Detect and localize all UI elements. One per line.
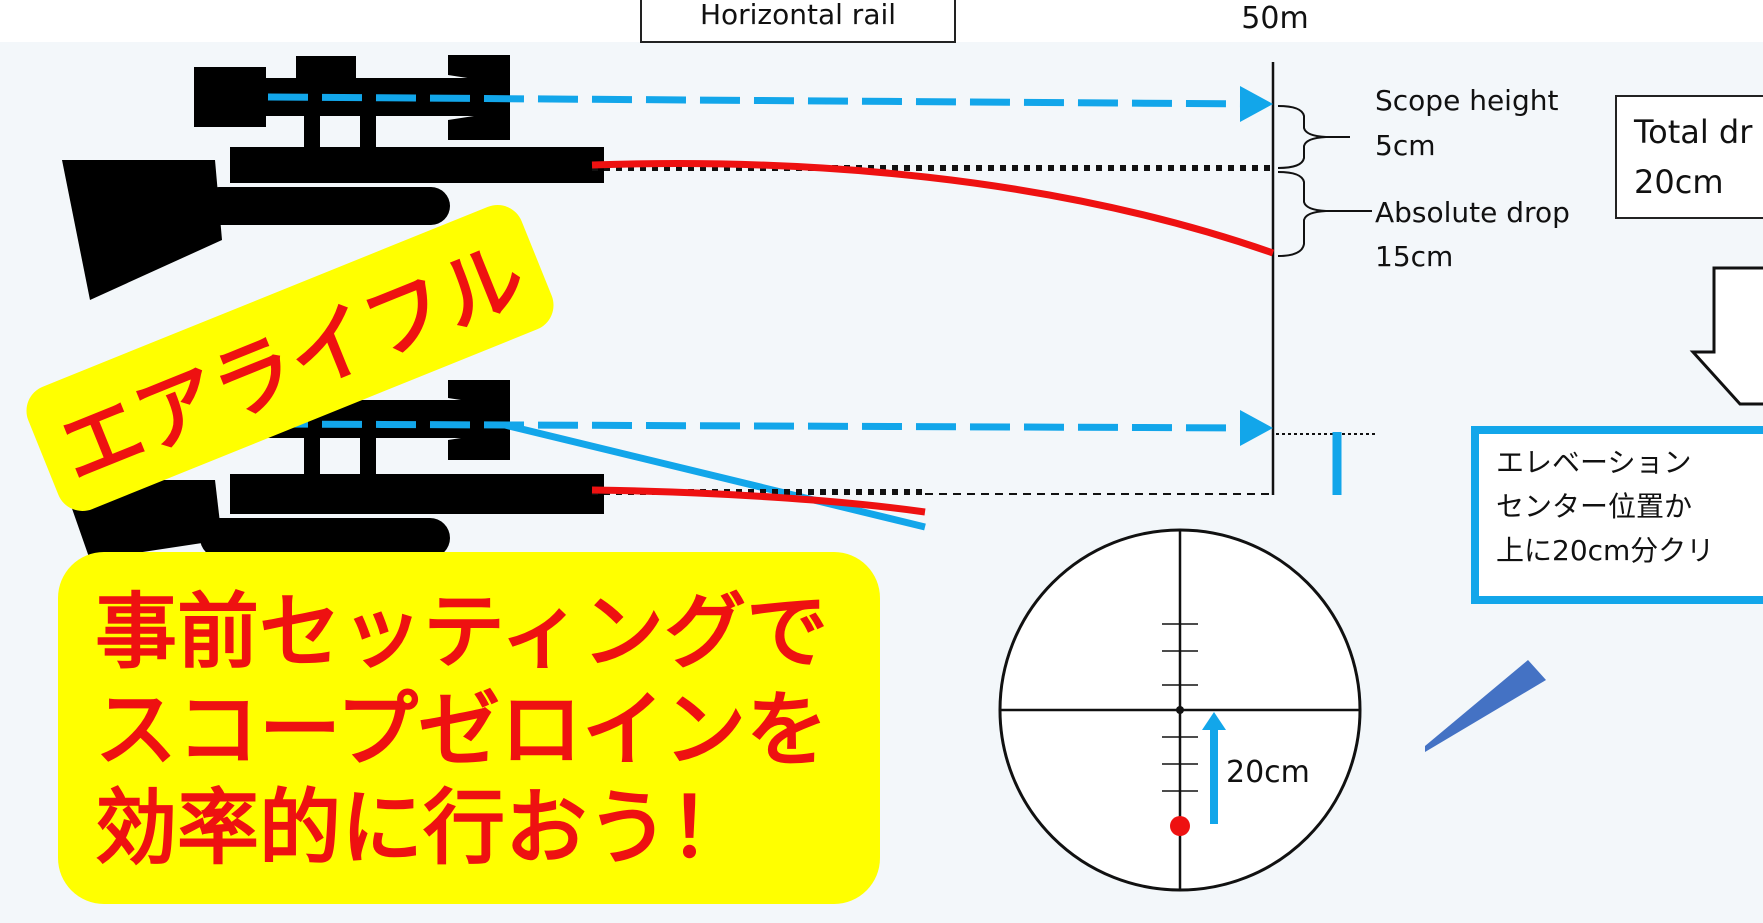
impact-point-icon bbox=[1170, 816, 1190, 836]
scope-height-title: Scope height bbox=[1375, 84, 1558, 117]
scope-objective bbox=[448, 55, 510, 140]
distance-label: 50m bbox=[1241, 1, 1308, 36]
main-message-line-1: 事前セッティングで bbox=[95, 585, 828, 680]
pointer-arrow bbox=[1425, 660, 1546, 752]
total-drop-box: Total dr 20cm bbox=[1615, 95, 1763, 219]
scope-turret bbox=[296, 56, 356, 80]
elevation-box: エレベーション センター位置か 上に20cm分クリ bbox=[1471, 426, 1763, 604]
reticle-ticks bbox=[1162, 623, 1198, 792]
trajectory-upper bbox=[591, 160, 1275, 257]
horizontal-rail-label: Horizontal rail bbox=[700, 0, 896, 31]
rifle-forend bbox=[200, 187, 450, 225]
reticle-offset-label: 20cm bbox=[1226, 755, 1310, 790]
sight-arrow-upper bbox=[1240, 86, 1273, 122]
sight-line-upper bbox=[267, 93, 1256, 108]
scope-reticle: 20cm bbox=[998, 528, 1362, 892]
scope-eyepiece bbox=[194, 67, 266, 127]
total-drop-value: 20cm bbox=[1634, 163, 1723, 201]
absolute-drop-value: 15cm bbox=[1375, 240, 1453, 273]
main-message-line-3: 効率的に行おう！ bbox=[95, 781, 751, 876]
sight-line-lower bbox=[267, 420, 1259, 432]
scope-height-value: 5cm bbox=[1375, 129, 1435, 162]
angled-sight-line bbox=[504, 421, 926, 531]
down-arrow bbox=[1689, 266, 1763, 406]
scope-mount-rear bbox=[304, 116, 320, 152]
rifle-stock bbox=[62, 160, 222, 300]
main-message-line-2: スコープゼロインを bbox=[95, 683, 828, 778]
adjust-arrow-icon bbox=[1202, 712, 1226, 730]
trajectory-lower bbox=[591, 486, 926, 516]
reticle-center-dot bbox=[1176, 706, 1184, 714]
rifle-barrel bbox=[230, 147, 604, 183]
sight-arrow-lower bbox=[1240, 410, 1273, 446]
elevation-line-3: 上に20cm分クリ bbox=[1496, 534, 1714, 567]
absolute-drop-title: Absolute drop bbox=[1375, 196, 1570, 229]
elevation-line-1: エレベーション bbox=[1496, 446, 1691, 479]
scope-mount-front bbox=[360, 116, 376, 152]
elevation-line-2: センター位置か bbox=[1496, 490, 1692, 523]
total-drop-title: Total dr bbox=[1633, 113, 1753, 151]
horizontal-rail-label-box: Horizontal rail bbox=[640, 0, 956, 43]
rifle-lower bbox=[62, 380, 604, 560]
main-message-badge: 事前セッティングで スコープゼロインを 効率的に行おう！ bbox=[58, 552, 880, 904]
